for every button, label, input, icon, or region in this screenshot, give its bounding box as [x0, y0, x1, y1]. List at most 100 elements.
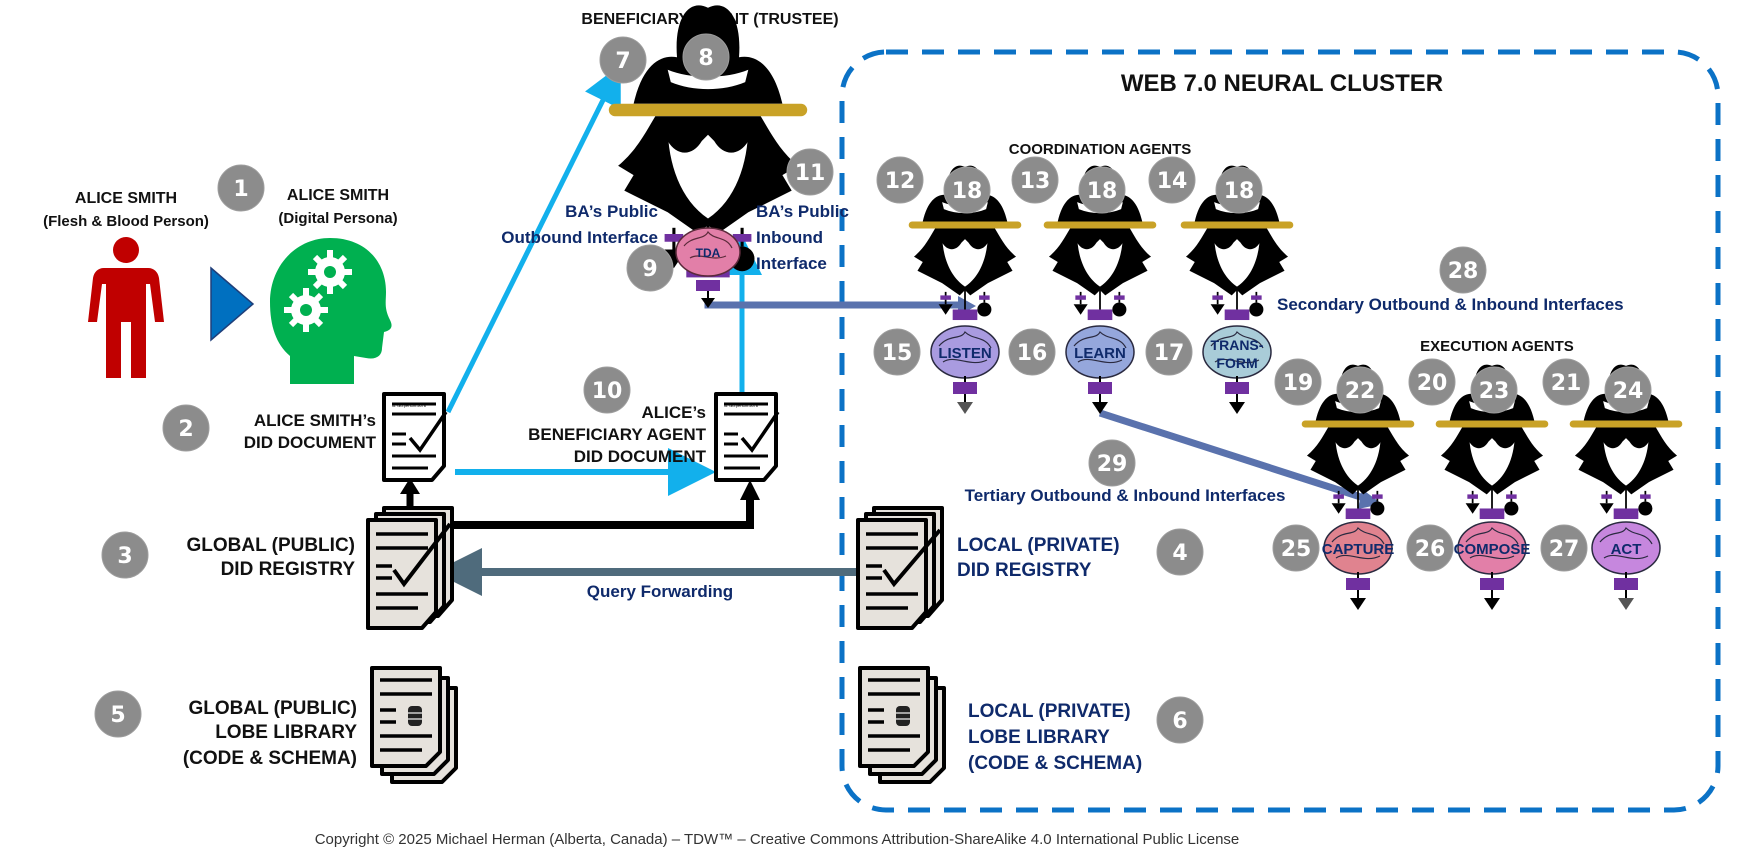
svg-text:22: 22 [1345, 379, 1376, 404]
alice-did-doc-label-1: ALICE SMITH’s [254, 411, 376, 430]
badge-agent: 21 [1542, 358, 1590, 406]
badge-hat: 24 [1604, 366, 1652, 414]
arrow-learn-to-capture [1098, 409, 1372, 504]
ba-inbound-label-3: Interface [756, 254, 827, 273]
svg-text:6: 6 [1172, 709, 1187, 734]
svg-text:9: 9 [642, 257, 657, 282]
svg-text:19: 19 [1283, 371, 1314, 396]
svg-text:26: 26 [1415, 537, 1446, 562]
registry-stack-icon [856, 506, 944, 630]
ba-inbound-label-1: BA’s Public [756, 202, 849, 221]
neural-cluster-boundary [839, 49, 1721, 813]
port-icon [1225, 382, 1249, 394]
outbound-arrow-icon [1350, 598, 1366, 610]
badge-hat: 18 [943, 166, 991, 214]
alice-person-subtitle: (Flesh & Blood Person) [43, 213, 209, 230]
badge-agent: 14 [1148, 156, 1196, 204]
badge-alice-persona: 1 [217, 164, 265, 212]
svg-text:16: 16 [1017, 341, 1048, 366]
alice-person-name: ALICE SMITH [75, 190, 177, 207]
secondary-interfaces-label: Secondary Outbound & Inbound Interfaces [1277, 295, 1624, 314]
badge-agent: 19 [1274, 358, 1322, 406]
alice-persona-name: ALICE SMITH [287, 187, 389, 204]
execution-agents-title: EXECUTION AGENTS [1420, 338, 1574, 355]
tertiary-interfaces-label: Tertiary Outbound & Inbound Interfaces [965, 486, 1286, 505]
svg-text:3: 3 [117, 544, 132, 569]
svg-text:24: 24 [1613, 379, 1644, 404]
badge-local-lobe-library: 6 [1156, 696, 1204, 744]
alice-person: ALICE SMITH (Flesh & Blood Person) [43, 190, 209, 378]
badge-ba-hat: 8 [682, 33, 730, 81]
ba-did-document: ALICE’s BENEFICIARY AGENT DID DOCUMENT i… [528, 392, 780, 482]
brain-label: COMPOSE [1454, 541, 1531, 558]
svg-text:28: 28 [1448, 259, 1479, 284]
badge-ba-agent: 7 [599, 36, 647, 84]
ba-did-doc-label-3: DID DOCUMENT [574, 447, 707, 466]
outbound-arrow-icon [701, 298, 715, 308]
brain-label: ACT [1611, 541, 1642, 558]
global-did-registry: GLOBAL (PUBLIC) DID REGISTRY [186, 506, 454, 630]
badge-hat: 18 [1215, 166, 1263, 214]
arrow-registry-to-ba-doc [452, 500, 754, 529]
agent-unit: LEARN 13 18 16 [1008, 156, 1158, 414]
svg-text:27: 27 [1549, 537, 1580, 562]
brain-icon [1202, 325, 1272, 379]
local-registry-label-2: DID REGISTRY [957, 560, 1092, 581]
badge-local-registry: 4 [1156, 528, 1204, 576]
svg-text:10: 10 [592, 379, 623, 404]
local-lobe-label-1: LOCAL (PRIVATE) [968, 701, 1131, 722]
badge-ba-inbound: 11 [786, 148, 834, 196]
ba-inbound-label-2: Inbound [756, 228, 823, 247]
badge-brain: 15 [873, 328, 921, 376]
brain-label: LISTEN [938, 345, 991, 362]
transform-arrow-icon [210, 266, 255, 342]
badge-global-registry: 3 [101, 531, 149, 579]
svg-text:18: 18 [952, 179, 983, 204]
badge-tertiary-interfaces: 29 [1088, 439, 1136, 487]
person-icon [88, 237, 164, 378]
badge-brain: 25 [1272, 524, 1320, 572]
brain-label: LEARN [1074, 345, 1126, 362]
alice-did-doc-label-2: DID DOCUMENT [244, 433, 377, 452]
svg-text:25: 25 [1281, 537, 1312, 562]
svg-text:29: 29 [1097, 452, 1128, 477]
svg-text:14: 14 [1157, 169, 1188, 194]
local-registry-label-1: LOCAL (PRIVATE) [957, 535, 1120, 556]
global-lobe-label-3: (CODE & SCHEMA) [183, 748, 357, 769]
outbound-arrow-icon [1092, 402, 1108, 414]
svg-text:5: 5 [110, 703, 125, 728]
ba-did-doc-label-1: ALICE’s [641, 403, 706, 422]
outbound-arrow-icon [957, 402, 973, 414]
neural-cluster-title: WEB 7.0 NEURAL CLUSTER [1121, 70, 1443, 97]
svg-text:7: 7 [615, 49, 630, 74]
svg-text:18: 18 [1087, 179, 1118, 204]
badge-brain: 27 [1540, 524, 1588, 572]
arrowhead-registry-to-alice-doc [400, 478, 420, 494]
library-stack-icon [858, 666, 946, 784]
brain-icon [1065, 325, 1135, 379]
svg-text:17: 17 [1154, 341, 1185, 366]
check-icon [882, 528, 942, 588]
arrow-ba-to-listen [704, 301, 965, 309]
query-forwarding-label: Query Forwarding [587, 582, 733, 601]
badge-ba-did-doc: 10 [583, 366, 631, 414]
global-lobe-label-1: GLOBAL (PUBLIC) [188, 698, 357, 719]
outbound-arrow-icon [1618, 598, 1634, 610]
ba-did-doc-label-2: BENEFICIARY AGENT [528, 425, 707, 444]
badge-hat: 23 [1470, 366, 1518, 414]
svg-text:11: 11 [795, 161, 826, 186]
port-icon [696, 280, 720, 291]
svg-text:18: 18 [1224, 179, 1255, 204]
head-gears-icon [270, 238, 392, 384]
outbound-arrow-icon [1229, 402, 1245, 414]
local-did-registry: LOCAL (PRIVATE) DID REGISTRY [856, 506, 1120, 630]
local-lobe-label-2: LOBE LIBRARY [968, 727, 1110, 748]
outbound-arrow-icon [1484, 598, 1500, 610]
ba-did-doc-id: id: did:person:5678 [724, 403, 759, 408]
check-icon [392, 522, 452, 588]
badge-agent: 13 [1011, 156, 1059, 204]
